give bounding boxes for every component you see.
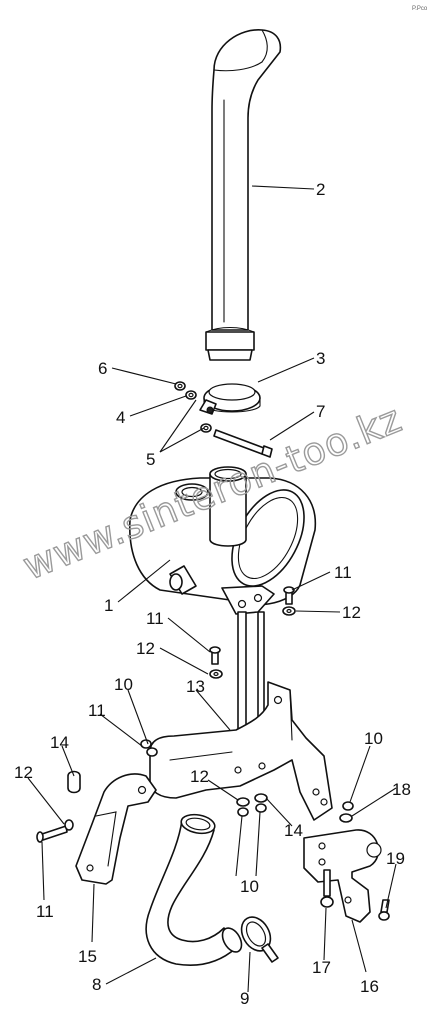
right-bracket-part — [303, 829, 382, 923]
callout-2: 2 — [316, 180, 325, 199]
exhaust-pipe-part — [205, 29, 282, 361]
callout-11-top-right: 11 — [334, 563, 352, 582]
clamp-ring-part — [199, 383, 261, 415]
callout-7: 7 — [316, 402, 325, 421]
callout-14-left: 14 — [50, 733, 69, 752]
muffler-mount-bolts-part — [209, 586, 296, 679]
nut-washer-part — [174, 381, 197, 400]
callout-1: 1 — [104, 596, 113, 615]
callout-4: 4 — [116, 408, 125, 427]
callout-11-left: 11 — [88, 701, 106, 720]
callout-12-mid: 12 — [136, 639, 155, 658]
callout-3: 3 — [316, 349, 325, 368]
callout-10-right: 10 — [364, 729, 383, 748]
left-bracket-part — [67, 770, 157, 885]
callout-13: 13 — [186, 677, 205, 696]
callout-15: 15 — [78, 947, 97, 966]
main-bracket-part — [149, 681, 333, 821]
bolt-7-part — [200, 423, 273, 458]
callout-6: 6 — [98, 359, 107, 378]
callout-18: 18 — [392, 780, 411, 799]
callout-5: 5 — [146, 450, 155, 469]
callout-12-center: 12 — [190, 767, 209, 786]
fasteners-part — [36, 739, 390, 921]
callout-12-top-right: 12 — [342, 603, 361, 622]
callout-19: 19 — [386, 849, 405, 868]
hose-clamp-part — [240, 916, 279, 963]
callout-16: 16 — [360, 977, 379, 996]
callout-17: 17 — [312, 958, 331, 977]
callout-12-far-left: 12 — [14, 763, 33, 782]
callout-9: 9 — [240, 989, 249, 1008]
callout-10-left: 10 — [114, 675, 133, 694]
callout-14-right: 14 — [284, 821, 303, 840]
muffler-part — [129, 466, 317, 615]
callout-10-bottom: 10 — [240, 877, 259, 896]
callout-11-bottom-left: 11 — [36, 902, 54, 921]
leader-lines — [27, 185, 397, 993]
callout-8: 8 — [92, 975, 101, 994]
corner-mark: P.Pco — [412, 6, 428, 12]
callout-labels: 2 3 6 4 5 7 1 11 12 11 12 13 10 11 14 12… — [14, 180, 411, 1008]
callout-11-mid: 11 — [146, 609, 164, 628]
flex-hose-part — [145, 813, 243, 967]
